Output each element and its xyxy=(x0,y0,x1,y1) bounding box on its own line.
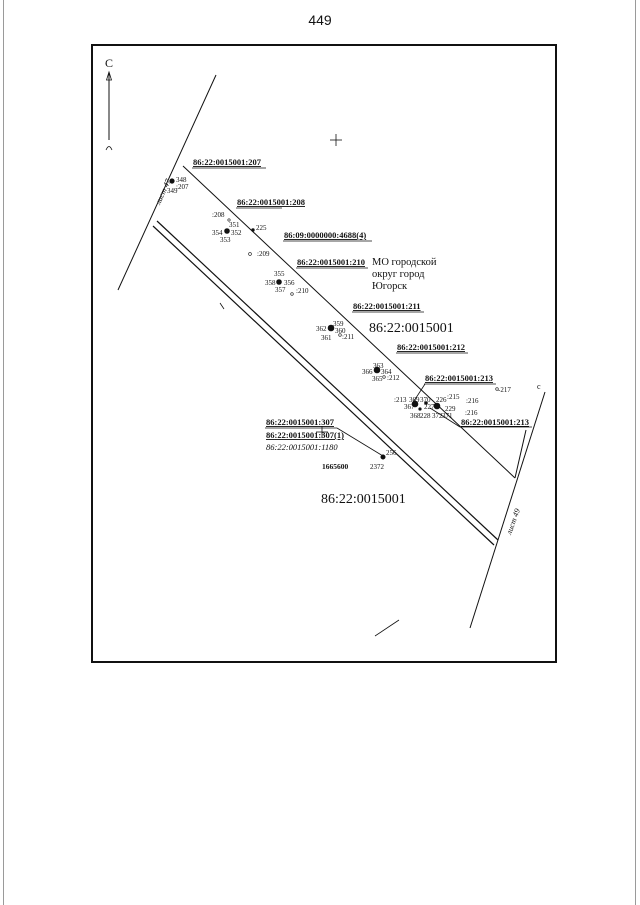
point-label: :207 xyxy=(176,183,189,191)
parcel-label-4688: 86:09:0000000:4688(4) xyxy=(284,230,366,240)
point-label: :216 xyxy=(465,409,478,417)
point-label: 355 xyxy=(274,270,285,278)
map-frame xyxy=(91,44,557,663)
grid-cross-marks xyxy=(316,134,342,438)
point-label: 358 xyxy=(265,279,276,287)
north-label: С xyxy=(105,56,113,70)
corridor-end-line xyxy=(514,429,527,479)
point-label: 227 xyxy=(424,403,435,411)
point-label: 360 xyxy=(335,327,346,335)
point-label: 353 xyxy=(220,236,231,244)
road-edge-lower xyxy=(152,225,495,546)
point-label: 372 xyxy=(432,412,443,420)
sheet-49-boundary-line xyxy=(469,391,546,629)
parcel-label-210: 86:22:0015001:210 xyxy=(297,257,365,267)
point-label: 2372 xyxy=(370,463,385,471)
point-label: 228 xyxy=(420,412,431,420)
point-label: 361 xyxy=(321,334,332,342)
coordinate-label: 1665600 xyxy=(322,462,349,471)
point-label: :209 xyxy=(257,250,270,258)
parcel-label-213b: 86:22:0015001:213 xyxy=(461,417,529,427)
point-label: 368 xyxy=(410,412,421,420)
point-label: 367 xyxy=(404,403,415,411)
point-label: 351 xyxy=(229,221,240,229)
point-label: 256 xyxy=(386,449,397,457)
point-label: -217 xyxy=(498,386,511,394)
point-label: 226 xyxy=(436,396,447,404)
district-label-line-1: МО городской xyxy=(372,257,437,268)
page-number: 449 xyxy=(308,12,332,28)
point-label: 354 xyxy=(212,229,223,237)
point-label: 359 xyxy=(333,320,344,328)
sheet-47-boundary-line xyxy=(117,74,217,291)
point-label: :215 xyxy=(447,393,460,401)
block-label-lower: 86:22:0015001 xyxy=(321,492,406,507)
point-label: 229 xyxy=(445,405,456,413)
parcel-label-208: 86:22:0015001:208 xyxy=(237,197,305,207)
point-label: :212 xyxy=(387,374,400,382)
parcel-label-211: 86:22:0015001:211 xyxy=(353,301,421,311)
point-label: 364 xyxy=(381,368,392,376)
point-label: 348 xyxy=(176,176,187,184)
point-label: 349 xyxy=(167,187,178,195)
point-label: 363 xyxy=(373,362,384,370)
district-label-line-3: Югорск xyxy=(372,281,408,292)
point-label: 225 xyxy=(256,224,267,232)
point-label: 365 xyxy=(372,375,383,383)
point-label: :210 xyxy=(296,287,309,295)
parcel-label-1180: 86:22:0015001:1180 xyxy=(266,442,338,452)
point-label: :208 xyxy=(212,211,225,219)
scan-edge-left xyxy=(3,0,4,905)
point-label: 357 xyxy=(275,286,286,294)
point-label: :216 xyxy=(466,397,479,405)
parcel-label-307-1: 86:22:0015001:307(1) xyxy=(266,430,344,440)
point-label: :211 xyxy=(342,333,355,341)
point-number-labels: 348 349 :207 :208 351 225 354 352 353 :2… xyxy=(167,176,511,471)
block-label-upper: 86:22:0015001 xyxy=(369,321,454,336)
road-edge-upper xyxy=(156,220,499,541)
survey-points xyxy=(169,178,499,460)
corridor-boundary-line xyxy=(182,165,516,479)
right-edge-letter: с xyxy=(537,382,541,391)
point-label: 356 xyxy=(284,279,295,287)
parcel-label-group: 86:22:0015001:207 86:22:0015001:208 86:0… xyxy=(193,157,529,440)
point-label: :213 xyxy=(394,396,407,404)
point-label: 352 xyxy=(231,229,242,237)
point-label: 366 xyxy=(362,368,373,376)
point-label: 369 xyxy=(409,396,420,404)
scan-edge-right xyxy=(635,0,636,905)
parcel-label-213a: 86:22:0015001:213 xyxy=(425,373,493,383)
district-label-line-2: округ город xyxy=(372,269,425,280)
north-arrow-icon xyxy=(105,70,113,151)
parcel-label-212: 86:22:0015001:212 xyxy=(397,342,465,352)
parcel-label-207: 86:22:0015001:207 xyxy=(193,157,262,167)
point-label: 371 xyxy=(442,412,453,420)
point-label: 370 xyxy=(420,396,431,404)
parcel-leaders xyxy=(192,167,532,637)
parcel-label-307: 86:22:0015001:307 xyxy=(266,417,335,427)
point-label: 362 xyxy=(316,325,327,333)
